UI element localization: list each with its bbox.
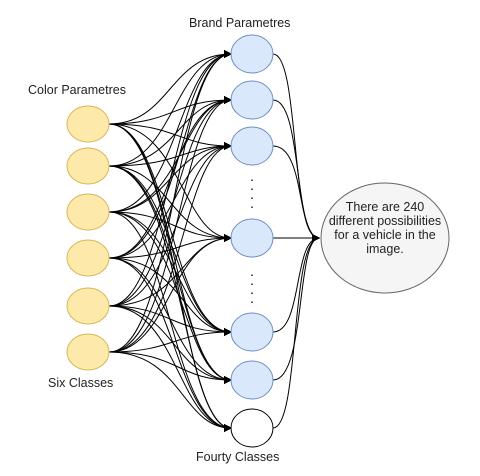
input-to-brand-edge xyxy=(108,50,232,353)
forty-classes-label: Fourty Classes xyxy=(196,450,280,464)
ellipsis-dots-top: ···· xyxy=(249,171,255,214)
color-parameters-label: Color Parametres xyxy=(28,83,126,97)
input-to-brand-edge xyxy=(108,211,232,242)
input-to-brand-edge xyxy=(108,123,232,432)
input-to-brand-edge xyxy=(108,305,232,432)
input-to-brand-edge xyxy=(108,328,232,353)
input-to-brand-edge xyxy=(108,96,232,213)
input-to-brand-edge xyxy=(108,123,232,336)
color-parameter-node xyxy=(66,287,110,325)
input-to-brand-connections xyxy=(108,50,232,432)
color-parameter-node xyxy=(66,105,110,143)
input-to-brand-edge xyxy=(108,96,232,125)
input-to-brand-edge xyxy=(108,123,232,150)
color-parameter-node xyxy=(66,147,110,185)
brand-parameter-nodes xyxy=(230,34,274,448)
brand-to-output-edge xyxy=(272,53,320,242)
brand-to-output-edge xyxy=(272,99,320,242)
brand-to-output-edge xyxy=(272,234,320,429)
brand-parameter-node xyxy=(230,312,274,352)
input-to-brand-edge xyxy=(108,96,232,353)
brand-parameters-label: Brand Parametres xyxy=(189,16,291,30)
ellipsis-dots-bottom: ···· xyxy=(249,266,255,309)
brand-to-output-connections xyxy=(272,53,320,429)
input-to-brand-edge xyxy=(108,305,232,336)
input-to-brand-edge xyxy=(108,50,232,307)
brand-node-blank xyxy=(230,408,274,448)
input-to-brand-edge xyxy=(108,142,232,353)
output-node xyxy=(320,182,450,294)
input-to-brand-edge xyxy=(108,351,232,432)
input-to-brand-edge xyxy=(108,165,232,242)
input-to-brand-edge xyxy=(108,211,232,336)
brand-parameter-node xyxy=(230,218,274,258)
brand-to-output-edge xyxy=(272,234,320,333)
input-to-brand-edge xyxy=(108,305,232,384)
input-to-brand-edge xyxy=(108,142,232,307)
brand-parameter-node xyxy=(230,34,274,74)
input-to-brand-edge xyxy=(108,50,232,167)
color-parameter-node xyxy=(66,333,110,371)
input-to-brand-edge xyxy=(108,211,232,384)
color-parameter-node xyxy=(66,193,110,231)
color-parameter-nodes xyxy=(66,105,110,371)
brand-parameter-node xyxy=(230,126,274,166)
brand-parameter-node xyxy=(230,80,274,120)
input-to-brand-edge xyxy=(108,257,232,336)
input-to-brand-edge xyxy=(108,50,232,213)
brand-parameter-node xyxy=(230,360,274,400)
six-classes-label: Six Classes xyxy=(48,376,114,390)
output-node-text: There are 240 different possibilities fo… xyxy=(328,200,442,256)
input-to-brand-edge xyxy=(108,50,232,125)
input-to-brand-edge xyxy=(108,123,232,242)
color-parameter-node xyxy=(66,239,110,277)
input-to-brand-edge xyxy=(108,351,232,384)
input-to-brand-edge xyxy=(108,234,232,259)
brand-to-output-edge xyxy=(272,234,320,381)
input-to-brand-edge xyxy=(108,234,232,353)
